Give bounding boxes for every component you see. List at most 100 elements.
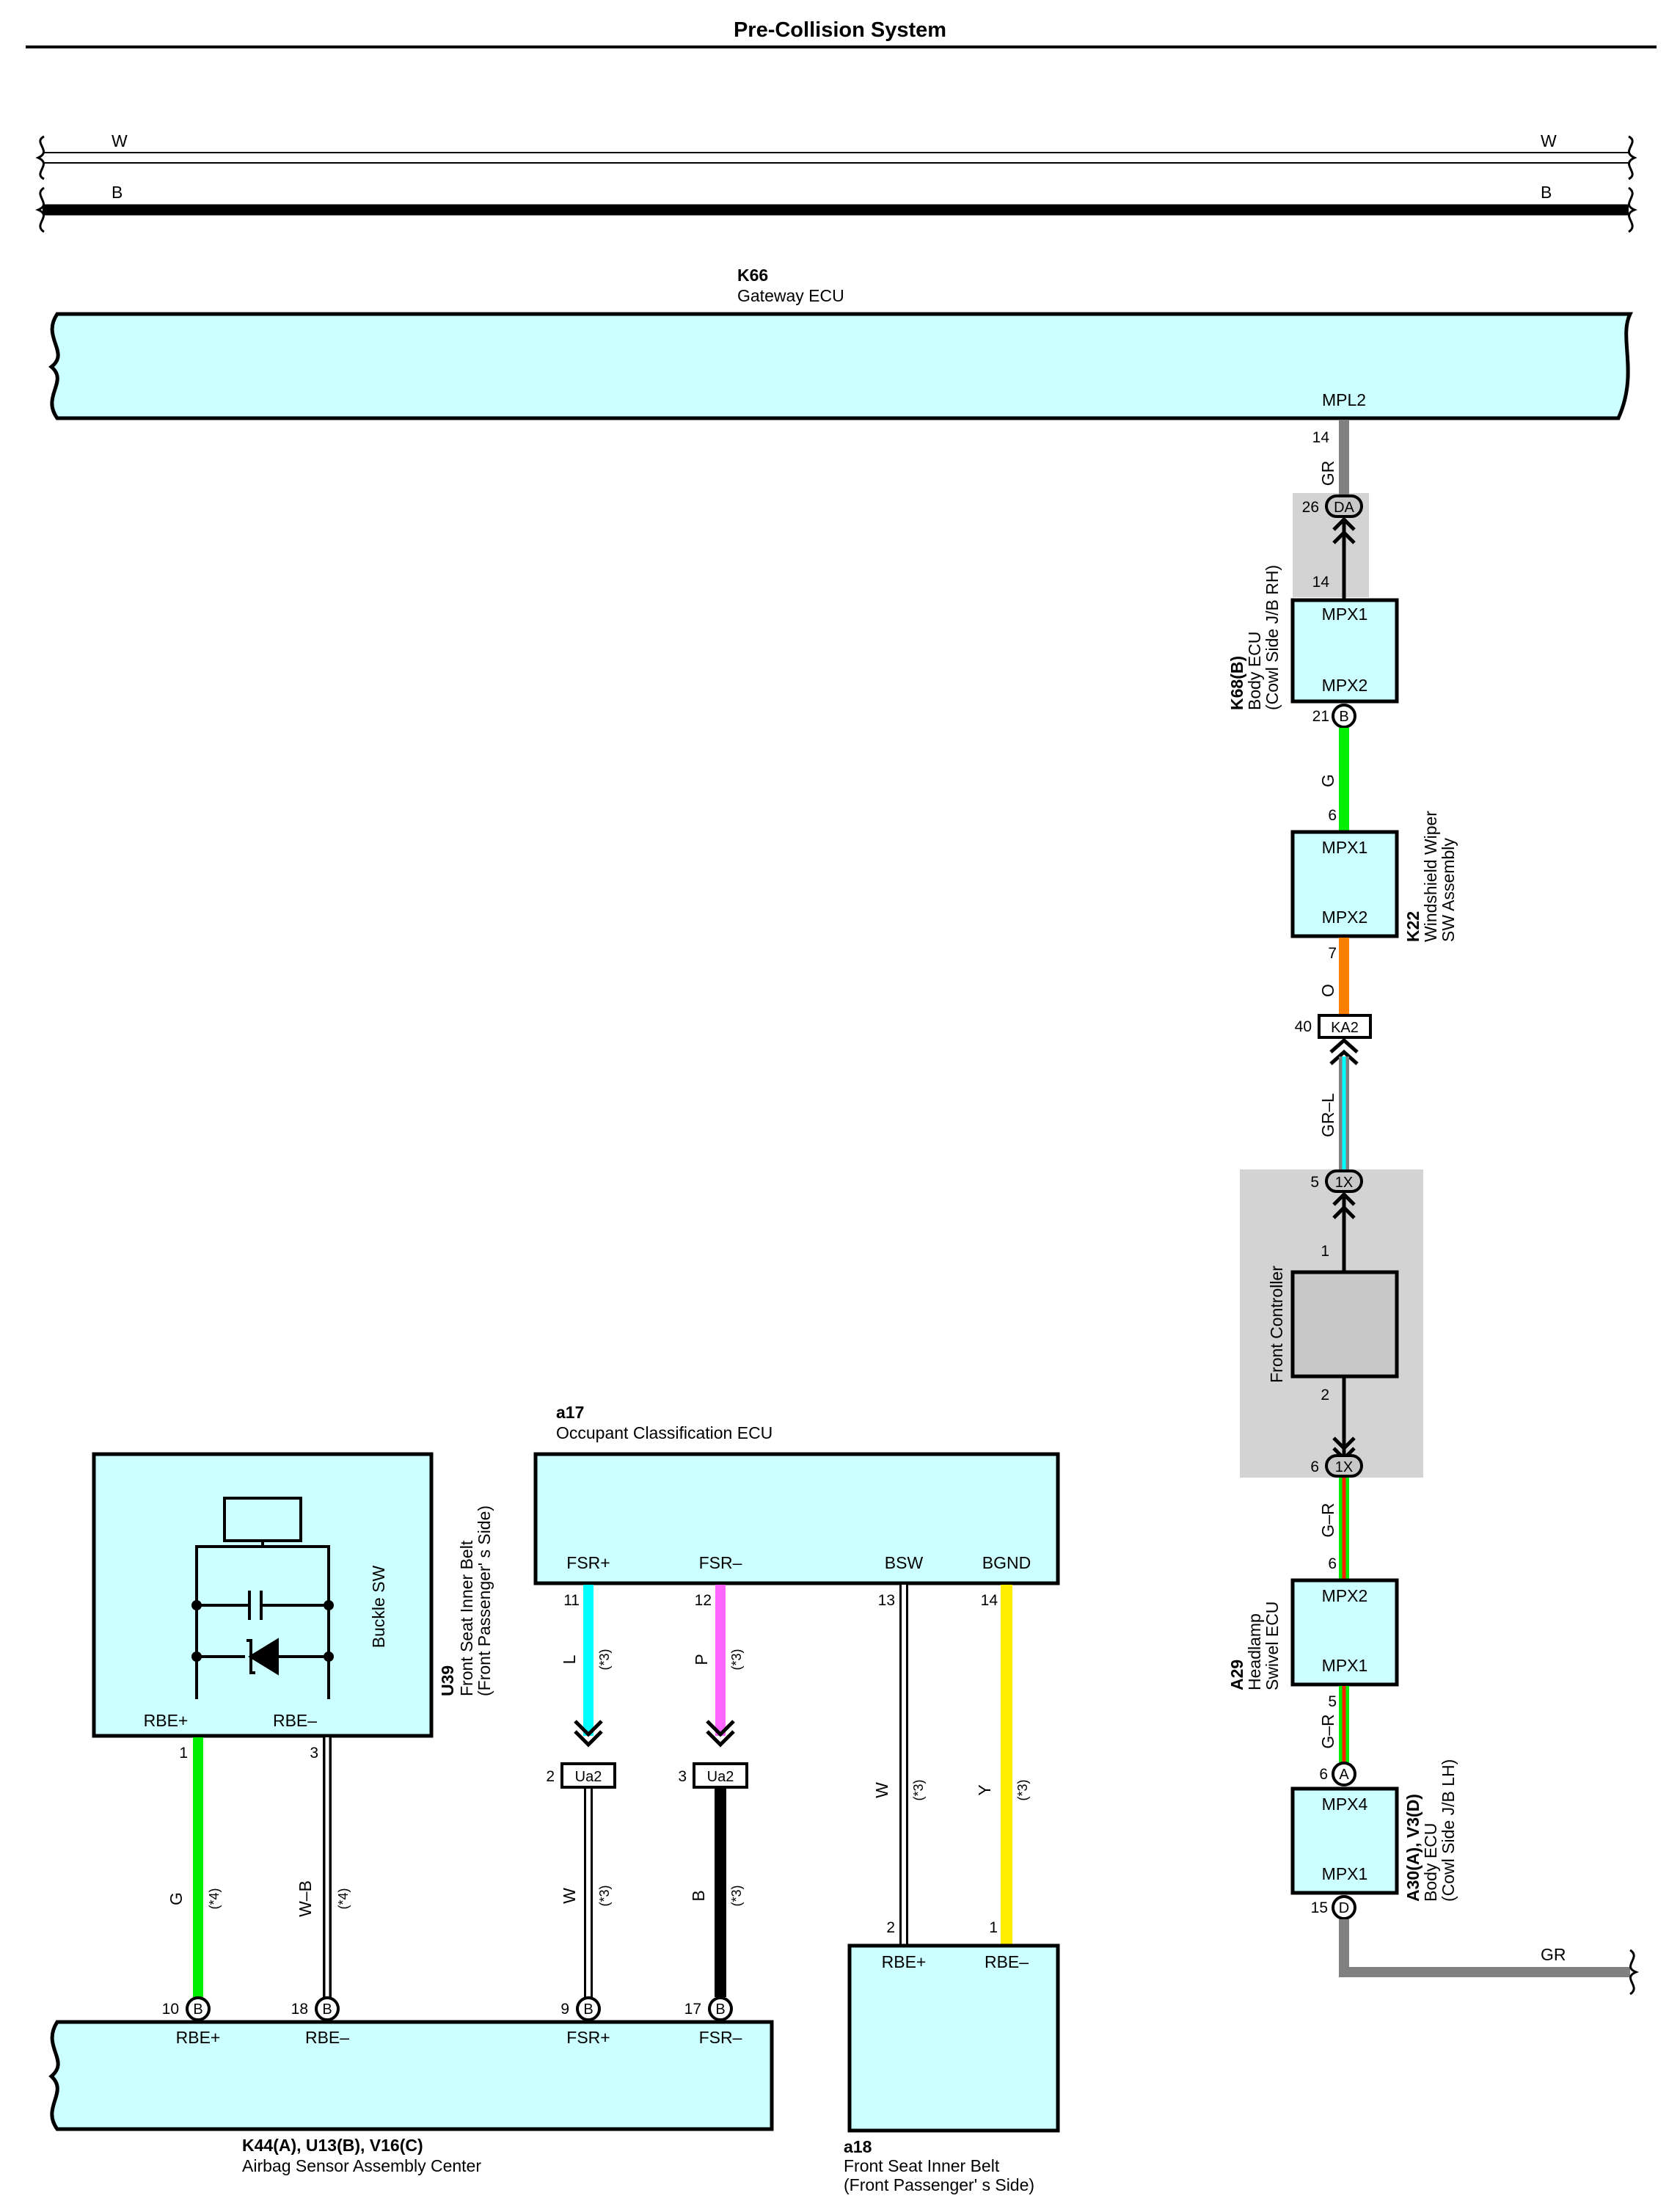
connector-a-lh (1332, 1762, 1356, 1786)
connector-b-ab-17-label: B (715, 2001, 725, 2018)
wire-note-4-left: (*4) (207, 1888, 222, 1909)
pin-wiper-7: 7 (1328, 945, 1337, 962)
arrow-ka2 (1329, 1037, 1359, 1065)
wire-label-w-fsr: W (560, 1888, 579, 1904)
airbag-pin-fsr-plus: FSR+ (566, 2028, 610, 2047)
inner-belt-sub: (Front Passenger' s Side) (844, 2175, 1034, 2194)
connector-ua2-right-label: Ua2 (707, 1769, 734, 1785)
airbag-pin-fsr-minus: FSR– (699, 2028, 742, 2047)
connector-b-ab-9-label: B (583, 2001, 593, 2018)
buckle-sw-symbol (191, 1497, 334, 1699)
wire-label-p: P (692, 1654, 711, 1665)
bus-b-label-right: B (1541, 183, 1552, 202)
wire-label-g-r-bottom: G–R (1318, 1714, 1337, 1748)
pin-belt-2: 2 (886, 1919, 895, 1936)
arrow-ua2-right (706, 1720, 735, 1748)
connector-b-bodyb (1332, 704, 1356, 729)
gateway-name: Gateway ECU (737, 286, 844, 305)
body-ecu-lh-pin-mpx1: MPX1 (1322, 1864, 1368, 1883)
body-ecu-b-sub: (Cowl Side J/B RH) (1263, 565, 1282, 710)
wiper-sw-pin-mpx1: MPX1 (1322, 838, 1368, 857)
wire-label-g-r-top: G–R (1318, 1503, 1337, 1537)
pin-occ-12: 12 (695, 1592, 712, 1609)
wiper-sw-name: Windshield Wiper (1421, 811, 1440, 942)
wire-note-3-w-fsr: (*3) (597, 1885, 612, 1906)
bus-b: B B (34, 183, 1638, 233)
body-ecu-lh-name: Body ECU (1421, 1823, 1440, 1902)
buckle-sw-name: Front Seat Inner Belt (457, 1540, 476, 1696)
wire-label-l: L (560, 1654, 579, 1664)
connector-b-ab-9 (576, 1996, 601, 2021)
front-controller-box (1290, 1270, 1399, 1379)
gateway-pin-mpl2: MPL2 (1322, 390, 1366, 409)
pin-bodyb-14: 14 (1312, 574, 1330, 591)
wire-gr-bottom (1339, 1919, 1630, 1977)
pin-fc-2: 2 (1321, 1387, 1329, 1404)
body-ecu-b-name: Body ECU (1245, 632, 1264, 710)
buckle-sw-pin-rbe-plus: RBE+ (144, 1711, 189, 1730)
page-title: Pre-Collision System (734, 18, 946, 42)
connector-1x-bottom-label: 1X (1335, 1459, 1353, 1475)
inner-belt-code: a18 (844, 2137, 872, 2156)
connector-ka2 (1318, 1014, 1372, 1039)
body-ecu-lh-sub: (Cowl Side J/B LH) (1439, 1759, 1458, 1902)
connector-ua2-left (560, 1762, 616, 1789)
airbag-code: K44(A), U13(B), V16(C) (242, 2136, 423, 2155)
wire-label-y: Y (975, 1784, 994, 1795)
pin-buckle-3: 3 (310, 1745, 318, 1762)
wire-label-gr: GR (1318, 461, 1337, 486)
inner-belt-name: Front Seat Inner Belt (844, 2156, 1000, 2175)
connector-b-bodyb-label: B (1339, 709, 1348, 725)
buckle-sw-code: U39 (438, 1665, 457, 1696)
wire-note-4-right: (*4) (336, 1888, 351, 1909)
pin-occ-13: 13 (878, 1592, 895, 1609)
connector-b-ab-18 (315, 1996, 340, 2021)
connector-ka2-label: KA2 (1331, 1020, 1359, 1036)
wire-label-b-fsr: B (689, 1890, 708, 1901)
occupant-ecu-name: Occupant Classification ECU (556, 1423, 773, 1442)
buckle-sw-label: Buckle SW (369, 1565, 388, 1648)
occupant-ecu-pin-fsr-minus: FSR– (699, 1553, 742, 1572)
wire-label-gr-bottom: GR (1541, 1945, 1566, 1964)
pin-ua2-3: 3 (678, 1768, 687, 1785)
wire-label-gr-l: GR–L (1318, 1093, 1337, 1137)
occupant-ecu-code: a17 (556, 1403, 584, 1422)
pin-hl-5: 5 (1328, 1693, 1337, 1710)
wire-note-3-l: (*3) (597, 1649, 612, 1670)
airbag-pin-rbe-plus: RBE+ (176, 2028, 221, 2047)
connector-1x-top (1325, 1169, 1363, 1193)
connector-ua2-left-label: Ua2 (575, 1769, 602, 1785)
pin-1x-6: 6 (1310, 1459, 1319, 1475)
gateway-ecu-box (48, 312, 1634, 420)
pin-ab-17: 17 (684, 2001, 701, 2018)
wiper-sw-pin-mpx2: MPX2 (1322, 908, 1368, 927)
headlamp-ecu-pin-mpx1: MPX1 (1322, 1656, 1368, 1675)
connector-d-lh-label: D (1339, 1900, 1349, 1916)
pin-wiper-6: 6 (1328, 807, 1337, 824)
wire-label-g-top: G (1318, 774, 1337, 787)
body-ecu-lh-code: A30(A), V3(D) (1403, 1794, 1422, 1902)
wire-label-w-bsw: W (872, 1782, 891, 1798)
connector-1x-bottom (1325, 1454, 1363, 1478)
pin-bodyb-21: 21 (1312, 708, 1329, 725)
wiper-sw-box (1290, 830, 1399, 938)
buckle-sw-sub: (Front Passenger' s Side) (475, 1505, 494, 1696)
occupant-ecu-box (533, 1452, 1060, 1585)
pin-hl-6: 6 (1328, 1555, 1337, 1572)
pin-gw-14: 14 (1312, 429, 1330, 446)
wire-note-3-b-fsr: (*3) (729, 1885, 744, 1906)
wire-label-g-left: G (167, 1892, 186, 1905)
body-ecu-b-box (1290, 598, 1399, 704)
body-ecu-lh-pin-mpx4: MPX4 (1322, 1795, 1368, 1814)
connector-da (1325, 494, 1363, 518)
wire-note-3-y: (*3) (1015, 1779, 1030, 1800)
pin-belt-1: 1 (989, 1919, 998, 1936)
connector-a-lh-label: A (1339, 1767, 1349, 1783)
connector-b-ab-10-label: B (193, 2001, 202, 2018)
pin-lh-15: 15 (1311, 1899, 1328, 1916)
pin-ua2-2: 2 (546, 1768, 555, 1785)
headlamp-ecu-pin-mpx2: MPX2 (1322, 1586, 1368, 1605)
pin-da-26: 26 (1302, 499, 1319, 516)
wire-note-3-p: (*3) (729, 1649, 744, 1670)
